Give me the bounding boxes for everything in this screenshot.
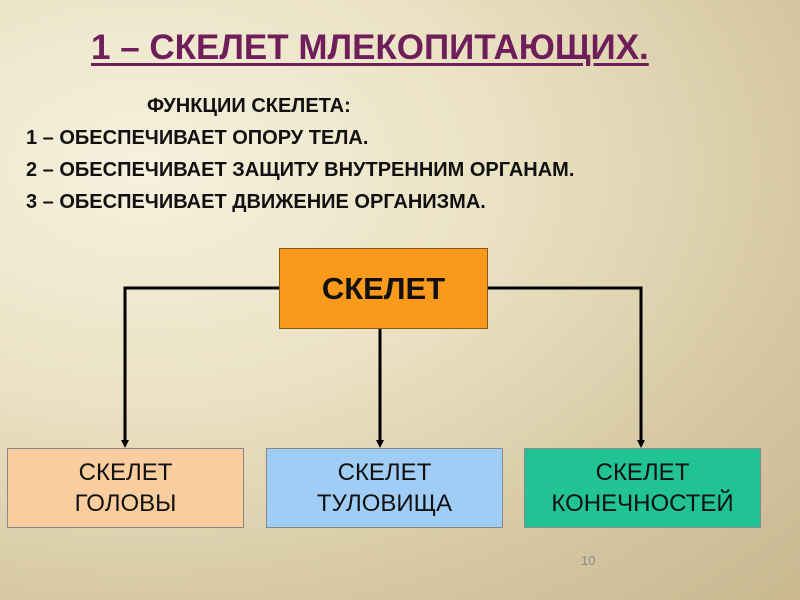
trunk-box-line2: ТУЛОВИЩА (316, 490, 453, 517)
function-item-1: 1 – ОБЕСПЕЧИВАЕТ ОПОРУ ТЕЛА. (26, 127, 369, 149)
trunk-skeleton-box: СКЕЛЕТ ТУЛОВИЩА (266, 448, 503, 528)
page-number: 10 (581, 553, 596, 568)
skull-skeleton-box: СКЕЛЕТ ГОЛОВЫ (7, 448, 244, 528)
slide-title: 1 – СКЕЛЕТ МЛЕКОПИТАЮЩИХ. (91, 28, 649, 67)
function-item-3: 3 – ОБЕСПЕЧИВАЕТ ДВИЖЕНИЕ ОРГАНИЗМА. (26, 191, 486, 213)
limbs-box-line1: СКЕЛЕТ (595, 459, 690, 486)
connector-left (121, 286, 279, 448)
skeleton-root-box: СКЕЛЕТ (279, 248, 488, 329)
limbs-skeleton-box: СКЕЛЕТ КОНЕЧНОСТЕЙ (524, 448, 761, 528)
limbs-box-line2: КОНЕЧНОСТЕЙ (551, 490, 734, 517)
skull-box-line2: ГОЛОВЫ (74, 490, 177, 517)
skull-box-line1: СКЕЛЕТ (78, 459, 173, 486)
function-item-2: 2 – ОБЕСПЕЧИВАЕТ ЗАЩИТУ ВНУТРЕННИМ ОРГАН… (26, 159, 575, 181)
connector-right (488, 286, 645, 448)
skeleton-root-label: СКЕЛЕТ (321, 271, 446, 306)
trunk-box-line1: СКЕЛЕТ (337, 459, 432, 486)
functions-heading: ФУНКЦИИ СКЕЛЕТА: (147, 95, 351, 117)
